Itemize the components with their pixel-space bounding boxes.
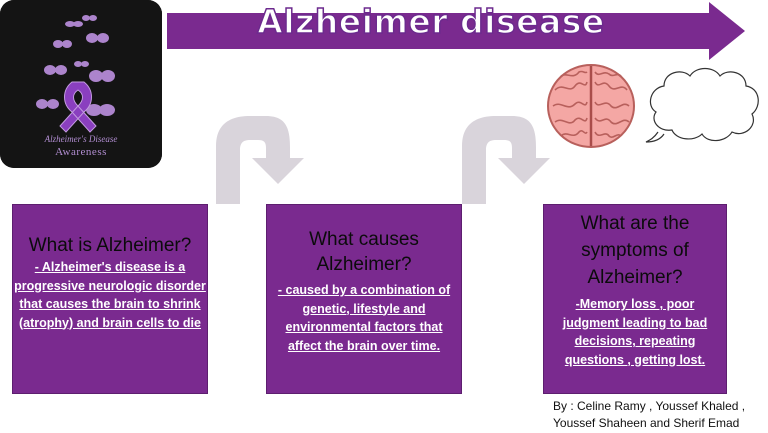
butterfly-icon bbox=[74, 61, 89, 67]
awareness-image: Alzheimer's Disease Awareness bbox=[0, 0, 162, 168]
butterfly-icon bbox=[36, 99, 59, 109]
purple-ribbon-icon bbox=[0, 0, 162, 168]
page-title: Alzheimer disease bbox=[256, 1, 605, 42]
awareness-line2: Awareness bbox=[55, 146, 107, 158]
awareness-line1: Alzheimer's Disease bbox=[44, 134, 118, 144]
butterfly-icon bbox=[82, 15, 97, 21]
info-box-causes: What causes Alzheimer? - caused by a com… bbox=[266, 204, 462, 394]
box-answer: -Memory loss , poor judgment leading to … bbox=[562, 297, 708, 367]
box-answer: - Alzheimer's disease is a progressive n… bbox=[14, 260, 206, 330]
box-question: What is Alzheimer? bbox=[28, 235, 192, 256]
butterfly-icon bbox=[53, 40, 72, 48]
box-answer: - caused by a combination of genetic, li… bbox=[277, 283, 451, 353]
info-box-what: What is Alzheimer? - Alzheimer's disease… bbox=[12, 204, 208, 394]
thought-bubble-icon bbox=[645, 67, 759, 143]
curved-arrow-icon bbox=[462, 116, 550, 204]
info-box-symptoms: What are the symptoms of Alzheimer? -Mem… bbox=[543, 204, 727, 394]
butterfly-icon bbox=[44, 65, 67, 75]
butterfly-icon bbox=[86, 104, 115, 116]
butterfly-icon bbox=[65, 21, 83, 27]
box-question: What are the symptoms of Alzheimer? bbox=[580, 213, 690, 288]
curved-arrow-icon bbox=[216, 116, 304, 204]
title-arrow-shape bbox=[167, 2, 745, 60]
brain-icon bbox=[547, 64, 635, 148]
box-question: What causes Alzheimer? bbox=[309, 229, 419, 275]
credits-text: By : Celine Ramy , Youssef Khaled , Yous… bbox=[553, 399, 746, 430]
butterfly-icon bbox=[89, 70, 115, 82]
butterfly-icon bbox=[86, 33, 109, 43]
